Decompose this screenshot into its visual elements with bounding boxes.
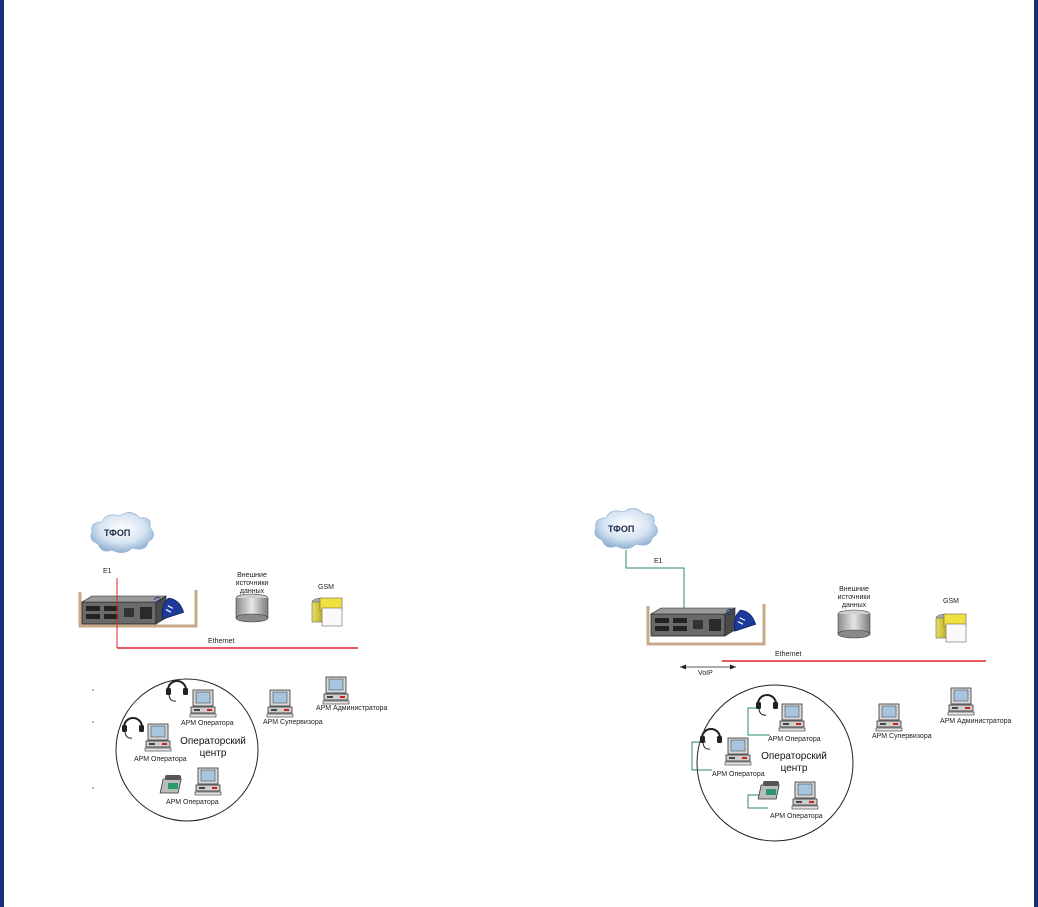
page-border-left [0,0,4,907]
server-shadow [78,590,198,628]
ethernet-label: Ethernet [208,638,235,645]
workstation-icon [791,781,819,810]
admin-label: АРМ Администратора [940,718,1012,725]
connector-line [747,707,770,736]
connector-line [691,741,712,771]
admin-pc-icon [322,676,350,705]
workstation-icon [189,689,217,718]
database-icon [235,593,269,623]
operator-center-label: Операторский центр [180,736,246,759]
left-diagram [78,512,358,822]
voip-arrow-head-right [730,664,736,670]
workstation-icon [144,723,172,752]
database-icon [837,609,871,639]
workstation-label: АРМ Оператора [181,720,234,727]
supervisor-label: АРМ Супервизора [263,719,323,726]
e1-label: E1 [654,558,663,565]
operator-center-label: Операторский центр [761,751,827,774]
right-diagram [594,508,986,842]
workstation-icon [724,737,752,766]
supervisor-pc-icon [875,703,903,732]
e1-label: E1 [103,568,112,575]
admin-pc-icon [947,687,975,716]
headset-icon [165,680,189,703]
gsm-gateway-icon [935,613,967,643]
workstation-label: АРМ Оператора [712,771,765,778]
server-icon [81,595,167,625]
headset-icon [121,717,145,740]
phone-icon [159,774,182,794]
page-border-right [1034,0,1038,907]
workstation-label: АРМ Оператора [768,736,821,743]
voip-arrow-head-left [680,664,686,670]
pstn-label: ТФОП [608,524,635,534]
server-icon [650,607,736,637]
admin-label: АРМ Администратора [316,705,388,712]
connector-line [747,794,768,809]
workstation-label: АРМ Оператора [166,799,219,806]
database-label: Внешние источники данных [235,572,269,595]
workstation-label: АРМ Оператора [770,813,823,820]
supervisor-label: АРМ Супервизора [872,733,932,740]
workstation-icon [194,767,222,796]
gsm-gateway-icon [311,597,343,627]
operator-center-circle [115,678,259,822]
database-label: Внешние источники данных [837,586,871,609]
pstn-label: ТФОП [104,528,131,538]
workstation-label: АРМ Оператора [134,756,187,763]
ethernet-label: Ethernet [775,651,802,658]
gsm-label: GSM [318,584,334,591]
phone-icon [757,780,780,800]
supervisor-pc-icon [266,689,294,718]
workstation-icon [778,703,806,732]
server-shadow [646,604,766,646]
headset-icon [755,694,779,717]
e1-line [625,550,685,612]
gsm-label: GSM [943,598,959,605]
operator-center-circle [696,684,854,842]
voip-label: VoIP [698,670,713,677]
headset-icon [699,728,723,751]
